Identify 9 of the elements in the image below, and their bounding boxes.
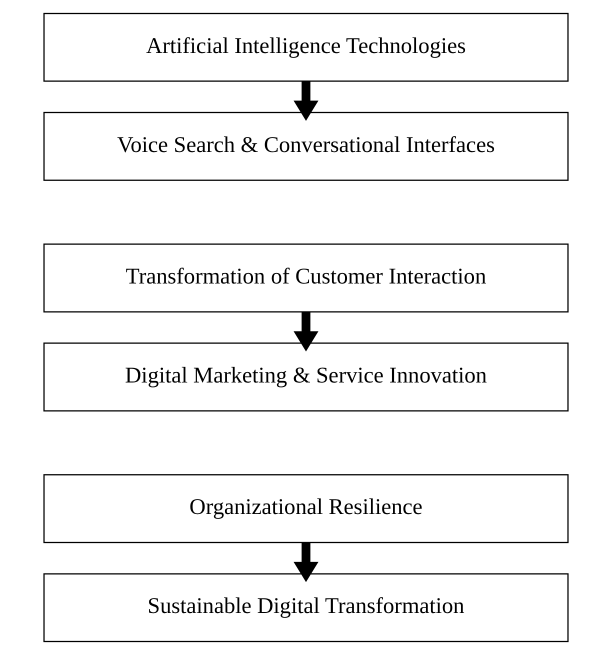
node-box: Sustainable Digital Transformation xyxy=(42,573,568,642)
node-box: Digital Marketing & Service Innovation xyxy=(42,342,568,412)
node-box: Artificial Intelligence Technologies xyxy=(42,12,568,82)
node-box: Transformation of Customer Interaction xyxy=(42,244,568,312)
arrow xyxy=(293,81,318,121)
arrow xyxy=(293,542,318,582)
arrow xyxy=(293,312,318,352)
node-box: Voice Search & Conversational Interfaces xyxy=(42,112,568,181)
node-box: Organizational Resilience xyxy=(42,474,568,544)
